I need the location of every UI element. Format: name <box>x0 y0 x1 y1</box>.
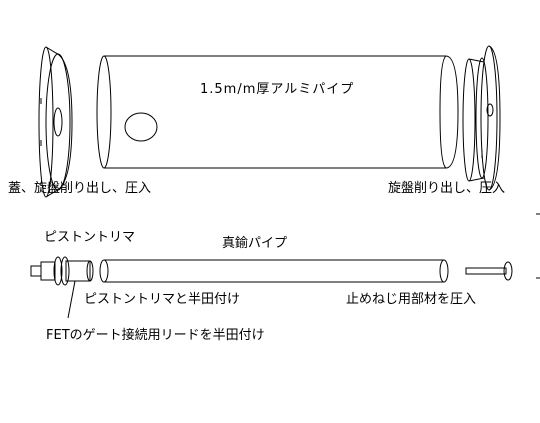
trimmer-body-end <box>86 260 94 282</box>
brass-pipe-label: 真鍮パイプ <box>222 236 288 251</box>
trimmer-flange-1 <box>53 256 63 286</box>
aluminum-pipe-label: 1.5m/m厚アルミパイプ <box>200 82 355 97</box>
stopper-head <box>503 261 513 281</box>
brass-right-end <box>439 259 449 283</box>
trimmer-terminal <box>30 265 42 277</box>
right-cap-back <box>488 45 501 191</box>
trimmer-body <box>65 260 91 282</box>
brass-pipe <box>99 259 449 283</box>
brass-left-end <box>99 259 109 283</box>
right-cap-body <box>468 58 485 182</box>
pipe-side-hole <box>124 112 158 142</box>
trimmer-flange-2 <box>60 256 70 286</box>
pipe-right-inner <box>439 55 447 169</box>
right-cap-label: 旋盤削り出し、圧入 <box>388 181 506 196</box>
right-cap-hub <box>486 103 494 117</box>
left-cap-hub <box>53 107 63 137</box>
piston-trimmer <box>30 256 94 319</box>
stopper-label: 止めねじ用部材を圧入 <box>346 292 477 307</box>
aluminum-pipe <box>96 55 459 169</box>
trimmer-lead <box>67 280 76 319</box>
right-cap-face <box>480 45 498 191</box>
left-cap-label: 蓋、旋盤削り出し、圧入 <box>8 181 152 196</box>
pipe-right-end <box>445 55 459 169</box>
stopper-shaft <box>465 267 507 275</box>
fet-lead-label: FETのゲート接続用リードを半田付け <box>46 328 265 343</box>
trimmer-shaft <box>40 261 56 281</box>
stopper-part <box>465 261 513 281</box>
piston-trimmer-label: ピストントリマ <box>44 230 136 245</box>
trimmer-solder-label: ピストントリマと半田付け <box>84 292 241 307</box>
left-cap <box>38 46 73 198</box>
pipe-left-end <box>96 55 112 169</box>
left-cap-face <box>45 53 71 191</box>
right-cap <box>462 45 501 191</box>
right-cap-outer <box>462 58 476 182</box>
